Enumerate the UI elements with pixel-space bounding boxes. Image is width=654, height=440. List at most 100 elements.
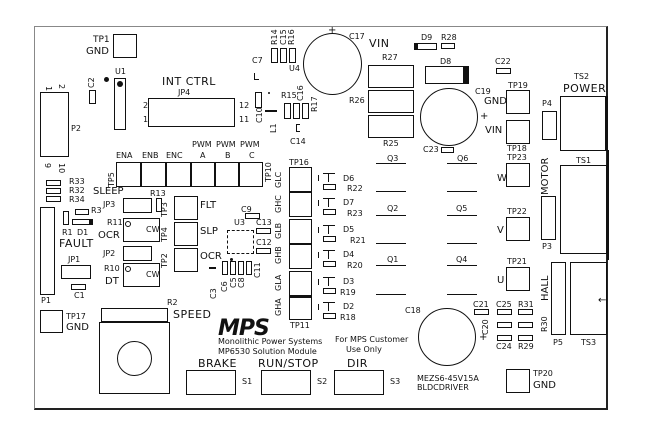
tp-enc-pad[interactable] [166,162,191,187]
r29-part [518,335,533,341]
r10-label: R10 [104,264,120,273]
c2-label: C2 [87,77,96,88]
jp4-header[interactable] [148,98,235,127]
c9-part [245,213,260,219]
r15-part [284,103,291,119]
jp1-label: JP1 [68,255,81,264]
q2-label: Q2 [387,204,399,213]
jp2-jumper[interactable] [123,246,152,261]
tp22-pad[interactable] [506,217,530,241]
speed-knob[interactable] [117,341,152,376]
tp5-ref: TP5 [107,172,116,187]
c25b-part [497,322,512,328]
r21-label: R21 [350,236,366,245]
tp3-pad[interactable] [174,196,198,220]
ts2-terminal [560,96,608,151]
tp18-pad[interactable] [506,120,530,144]
brake-label: BRAKE [198,357,237,370]
speed-potentiometer[interactable] [99,322,170,394]
r28-label: R28 [441,33,457,42]
mps-logo: MPS [218,316,270,341]
jp4-pin11: 11 [239,115,250,124]
r23-label: R23 [347,209,363,218]
c21-part [474,309,489,315]
tp20-pad[interactable] [506,369,530,393]
tp-ghc-pad[interactable] [289,192,312,217]
p1-label: P1 [41,296,51,305]
s1-brake-button[interactable] [186,370,236,395]
tp-gha-pad[interactable] [289,295,312,320]
jp3-jumper[interactable] [123,198,152,213]
l1-bar [265,110,277,112]
p5-label: P5 [553,338,563,347]
c9-label: C9 [241,205,252,214]
tp-gla-pad[interactable] [289,271,312,296]
tp-enb-pad[interactable] [141,162,166,187]
r25-label: R25 [383,139,399,148]
c12-label: C12 [256,238,272,247]
c22-part [496,68,511,74]
s2-run-stop-button[interactable] [261,370,311,395]
tp-ena-pad[interactable] [116,162,141,187]
tp2-pad[interactable] [174,248,198,272]
p2-label: P2 [71,124,81,133]
r11-adjust-icon [125,221,131,227]
tp17-label: GND [66,322,89,333]
r2-body-top [101,308,168,322]
q1-label: Q1 [387,255,399,264]
signal-enc: ENC [166,151,183,160]
tp4-pad[interactable] [174,222,198,246]
d9-part [414,43,437,50]
r10-potentiometer[interactable] [123,263,160,287]
tp20-label: GND [533,380,556,391]
r19-label: R19 [340,288,356,297]
tp18-ref: TP18 [507,144,527,153]
tp11-ref: TP11 [290,321,310,330]
r25-part [368,115,414,138]
jp4-pin1: 1 [143,115,149,124]
tp-glb-pad[interactable] [289,219,312,244]
tp-ghb-pad[interactable] [289,244,312,269]
tp21-ref: TP21 [507,257,527,266]
tp-pwmc-pad[interactable] [239,162,263,187]
tp21-pad[interactable] [506,267,530,291]
sleep-label: SLEEP [93,186,124,197]
c2-part [89,90,96,104]
r27-label: R27 [382,53,398,62]
d6-label: D6 [343,174,355,183]
u3-chip [227,230,254,254]
c10-label: C10 [255,107,264,123]
d3-label: D3 [343,277,355,286]
tp23-pad[interactable] [506,163,530,187]
tp22-ref: TP22 [507,207,527,216]
r3-part [75,209,89,215]
p2-pin10: 10 [57,163,66,174]
jp4-label: JP4 [178,88,191,97]
tp-glc-pad[interactable] [289,167,312,192]
tp-pwmb-pad[interactable] [215,162,239,187]
c16-label: C16 [296,85,305,101]
jp1-jumper[interactable] [61,265,91,279]
flt-label: FLT [200,200,217,211]
c22-label: C22 [495,57,511,66]
tp21-label: U [497,275,505,286]
r11-potentiometer[interactable] [123,218,160,242]
ts1-label: TS1 [576,156,592,165]
tp20-ref: TP20 [533,369,553,378]
tp1-pad[interactable] [113,34,137,58]
signal-enb: ENB [142,151,159,160]
d5-label: D5 [343,225,355,234]
tp17-pad[interactable] [40,310,63,333]
c1-label: C1 [74,291,85,300]
d2-label: D2 [343,302,355,311]
c17-label: C17 [349,32,365,41]
s3-dir-button[interactable] [334,370,384,395]
c18-capacitor [418,308,476,366]
u1-part [114,78,126,130]
tp4-ref: TP4 [160,227,169,242]
tp19-pad[interactable] [506,90,530,114]
c19-capacitor [420,88,478,146]
dt-label: DT [105,276,119,287]
c24-part [497,335,512,341]
tp-pwma-pad[interactable] [191,162,215,187]
